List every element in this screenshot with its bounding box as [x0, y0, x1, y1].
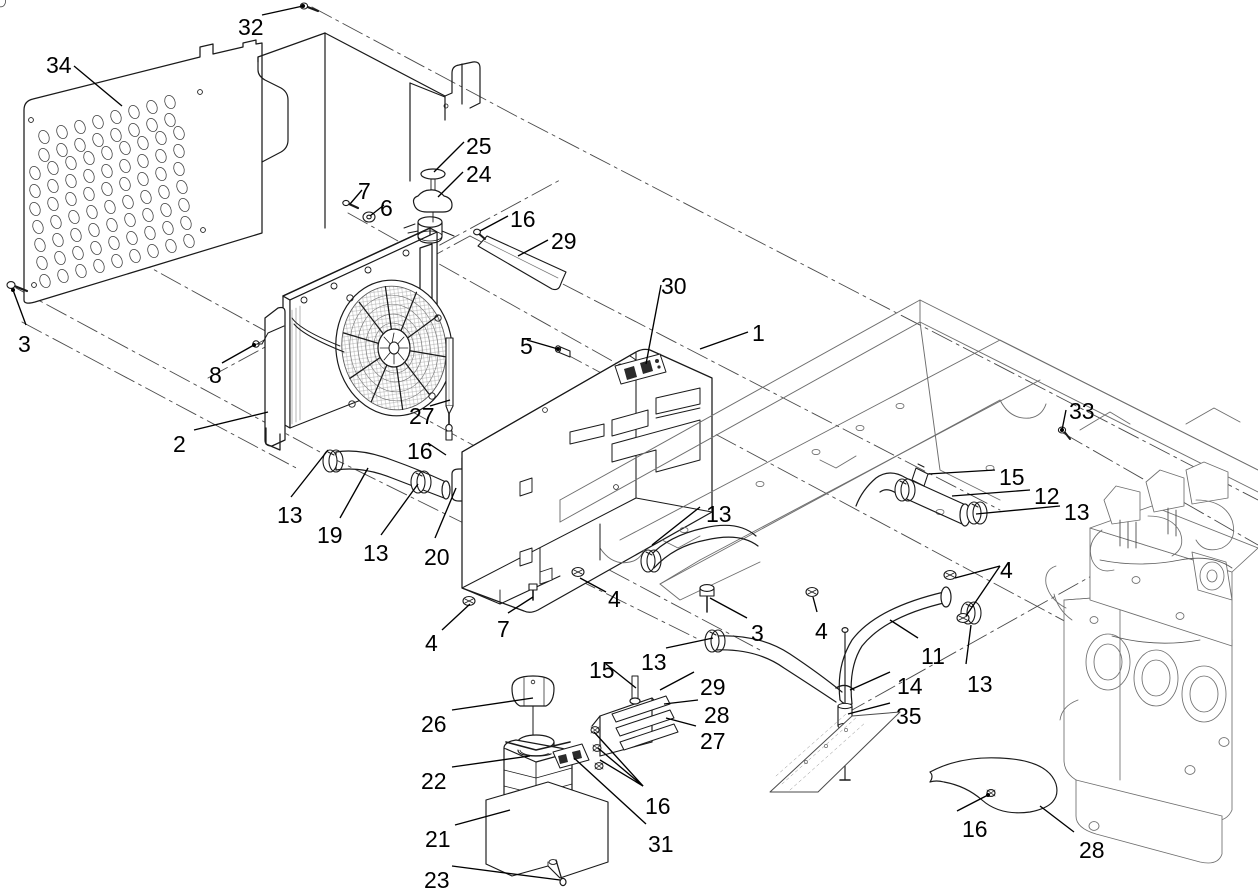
- callout-6-washer: 6: [380, 195, 393, 221]
- radiator-assembly: [252, 216, 455, 451]
- callout-30-warning-decal: 30: [661, 273, 687, 299]
- callout-16-screw: 16: [645, 793, 671, 819]
- callout-29-cable-tie-long: 29: [700, 674, 726, 700]
- screen-panel: [0, 0, 263, 304]
- callout-8-drain-plug: 8: [209, 362, 222, 388]
- chassis-frame: [559, 299, 1258, 601]
- callout-4-nut: 4: [608, 586, 621, 612]
- callout-7-screw: 7: [358, 178, 371, 204]
- radiator-cap: [412, 168, 453, 223]
- callout-16-cable-tie-mount-screw: 16: [407, 438, 433, 464]
- callout-28-cable-tie-medium: 28: [1079, 837, 1105, 863]
- callout-21-tank-shield: 21: [425, 826, 451, 852]
- callout-4-nut: 4: [815, 618, 828, 644]
- engine-assembly: [1045, 461, 1258, 864]
- callout-34-perforated-screen-panel: 34: [46, 52, 72, 78]
- callout-3-screw: 3: [751, 620, 764, 646]
- callout-7-screw: 7: [497, 616, 510, 642]
- callout-27-cable-tie-short: 27: [409, 403, 435, 429]
- callout-29-cable-tie-long: 29: [551, 228, 577, 254]
- callout-16-cable-tie-mount-screw: 16: [510, 206, 536, 232]
- callout-31-tank-decal: 31: [648, 831, 674, 857]
- callout-15-hose-clamp-spring: 15: [999, 464, 1025, 490]
- engine-guard-shroud: [461, 348, 713, 613]
- callout-27-cable-tie-short: 27: [700, 728, 726, 754]
- bypass-hose: [855, 463, 988, 527]
- cooling-fan: [291, 279, 453, 417]
- callout-25-radiator-cap-seal: 25: [466, 133, 492, 159]
- callout-13-hose-clamp: 13: [967, 671, 993, 697]
- callout-14-hose-clamp-wire: 14: [897, 673, 923, 699]
- callout-22-expansion-tank: 22: [421, 768, 447, 794]
- callout-32-screw-upper-shroud: 32: [238, 14, 264, 40]
- cable-tie-group-radiator: [445, 228, 567, 441]
- callout-13-hose-clamp: 13: [1064, 499, 1090, 525]
- callout-13-hose-clamp: 13: [363, 540, 389, 566]
- callout-11-hose-engine-upper: 11: [921, 643, 945, 669]
- callout-4-nut: 4: [1000, 557, 1013, 583]
- callout-33-screw-frame: 33: [1069, 398, 1095, 424]
- looped-cable-tie: [929, 757, 1058, 814]
- callout-3-screw-panel-lower: 3: [18, 331, 31, 357]
- callout-20-fitting-tee: 20: [424, 544, 450, 570]
- callout-15-hose-clamp-spring: 15: [589, 657, 615, 683]
- callout-23-screw-shield: 23: [424, 867, 450, 893]
- callout-16-screw: 16: [962, 816, 988, 842]
- rear-duct-panel: [257, 32, 481, 229]
- callout-13-hose-clamp: 13: [706, 501, 732, 527]
- callout-13-hose-clamp: 13: [277, 502, 303, 528]
- callout-28-cable-tie-medium: 28: [704, 702, 730, 728]
- callout-13-hose-clamp: 13: [641, 649, 667, 675]
- callout-12-hose-bypass: 12: [1034, 483, 1060, 509]
- callout-5-nut: 5: [520, 333, 533, 359]
- callout-2-radiator: 2: [173, 431, 186, 457]
- shroud-fastener-group: [462, 523, 970, 624]
- callout-4-nut: 4: [425, 630, 438, 656]
- callout-26-tank-cap: 26: [421, 711, 447, 737]
- tank-supply-hose: [704, 629, 843, 703]
- callout-35-grommet: 35: [896, 703, 922, 729]
- deflector-panel: [769, 711, 901, 793]
- callout-24-radiator-cap: 24: [466, 161, 492, 187]
- callout-1-engine-guard-shroud: 1: [752, 320, 765, 346]
- callout-19-hose-radiator-lower: 19: [317, 522, 343, 548]
